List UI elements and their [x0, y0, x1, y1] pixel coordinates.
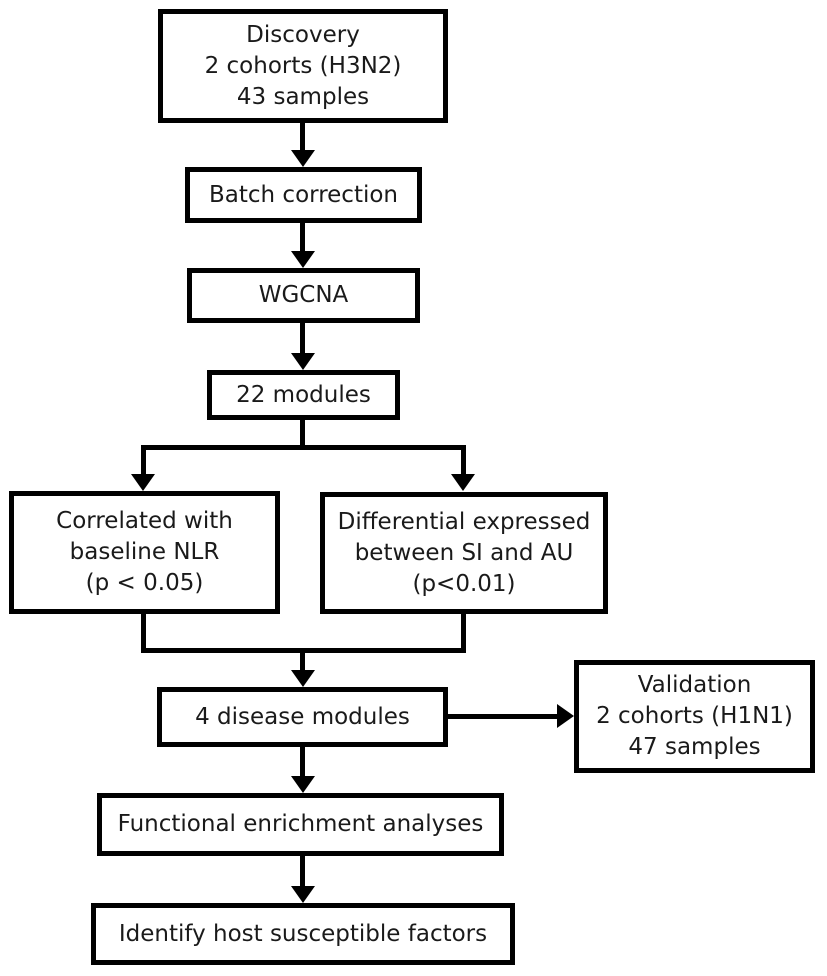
node-discovery-line3: 43 samples	[236, 83, 370, 110]
node-differential-expressed-line1: Differential expressed	[337, 508, 591, 535]
arrowhead-down-icon	[291, 150, 315, 167]
node-22-modules: 22 modules	[207, 370, 400, 420]
edge-disease-enrichment-line	[300, 747, 305, 779]
node-validation-line3: 47 samples	[628, 734, 761, 760]
edge-modules-split-bar	[141, 445, 466, 450]
arrowhead-down-icon	[291, 353, 315, 370]
node-discovery: Discovery 2 cohorts (H3N2) 43 samples	[158, 9, 448, 123]
node-discovery-line1: Discovery	[246, 21, 360, 48]
edge-modules-split-stem	[300, 420, 305, 450]
edge-merge-left-line	[141, 614, 146, 653]
node-4-disease-modules-label: 4 disease modules	[195, 703, 410, 730]
edge-wgcna-modules-line	[300, 323, 305, 357]
node-correlated-nlr-line1: Correlated with	[56, 508, 233, 534]
node-validation-line2: 2 cohorts (H1N1)	[596, 703, 793, 729]
node-identify-factors: Identify host susceptible factors	[91, 903, 515, 965]
node-batch-correction: Batch correction	[185, 167, 422, 223]
edge-merge-stem	[300, 650, 305, 672]
arrowhead-down-icon	[451, 474, 475, 491]
edge-enrichment-identify-line	[300, 856, 305, 889]
node-validation-line1: Validation	[637, 672, 752, 698]
node-batch-correction-label: Batch correction	[209, 181, 398, 208]
edge-split-right-line	[461, 445, 466, 477]
arrowhead-down-icon	[291, 776, 315, 793]
node-4-disease-modules: 4 disease modules	[157, 687, 448, 747]
arrowhead-down-icon	[291, 670, 315, 687]
node-functional-enrichment-label: Functional enrichment analyses	[117, 811, 484, 837]
node-wgcna: WGCNA	[187, 268, 420, 323]
node-differential-expressed-line3: (p<0.01)	[412, 570, 516, 597]
edge-disease-validation-line	[448, 714, 560, 719]
edge-batch-wgcna-line	[300, 223, 305, 254]
node-functional-enrichment: Functional enrichment analyses	[97, 793, 504, 856]
node-correlated-nlr: Correlated with baseline NLR (p < 0.05)	[9, 491, 280, 614]
node-identify-factors-label: Identify host susceptible factors	[118, 920, 488, 947]
arrowhead-right-icon	[557, 704, 574, 728]
edge-split-left-line	[141, 445, 146, 477]
node-validation: Validation 2 cohorts (H1N1) 47 samples	[574, 660, 815, 773]
node-correlated-nlr-line2: baseline NLR	[69, 539, 220, 565]
node-differential-expressed-line2: between SI and AU	[354, 539, 574, 566]
edge-merge-right-line	[461, 614, 466, 653]
arrowhead-down-icon	[291, 251, 315, 268]
node-discovery-line2: 2 cohorts (H3N2)	[204, 52, 402, 79]
node-differential-expressed: Differential expressed between SI and AU…	[320, 492, 608, 614]
node-wgcna-label: WGCNA	[258, 282, 349, 308]
arrowhead-down-icon	[131, 474, 155, 491]
edge-discovery-batch-line	[300, 123, 305, 154]
node-22-modules-label: 22 modules	[236, 381, 371, 408]
node-correlated-nlr-line3: (p < 0.05)	[85, 570, 204, 596]
arrowhead-down-icon	[291, 886, 315, 903]
